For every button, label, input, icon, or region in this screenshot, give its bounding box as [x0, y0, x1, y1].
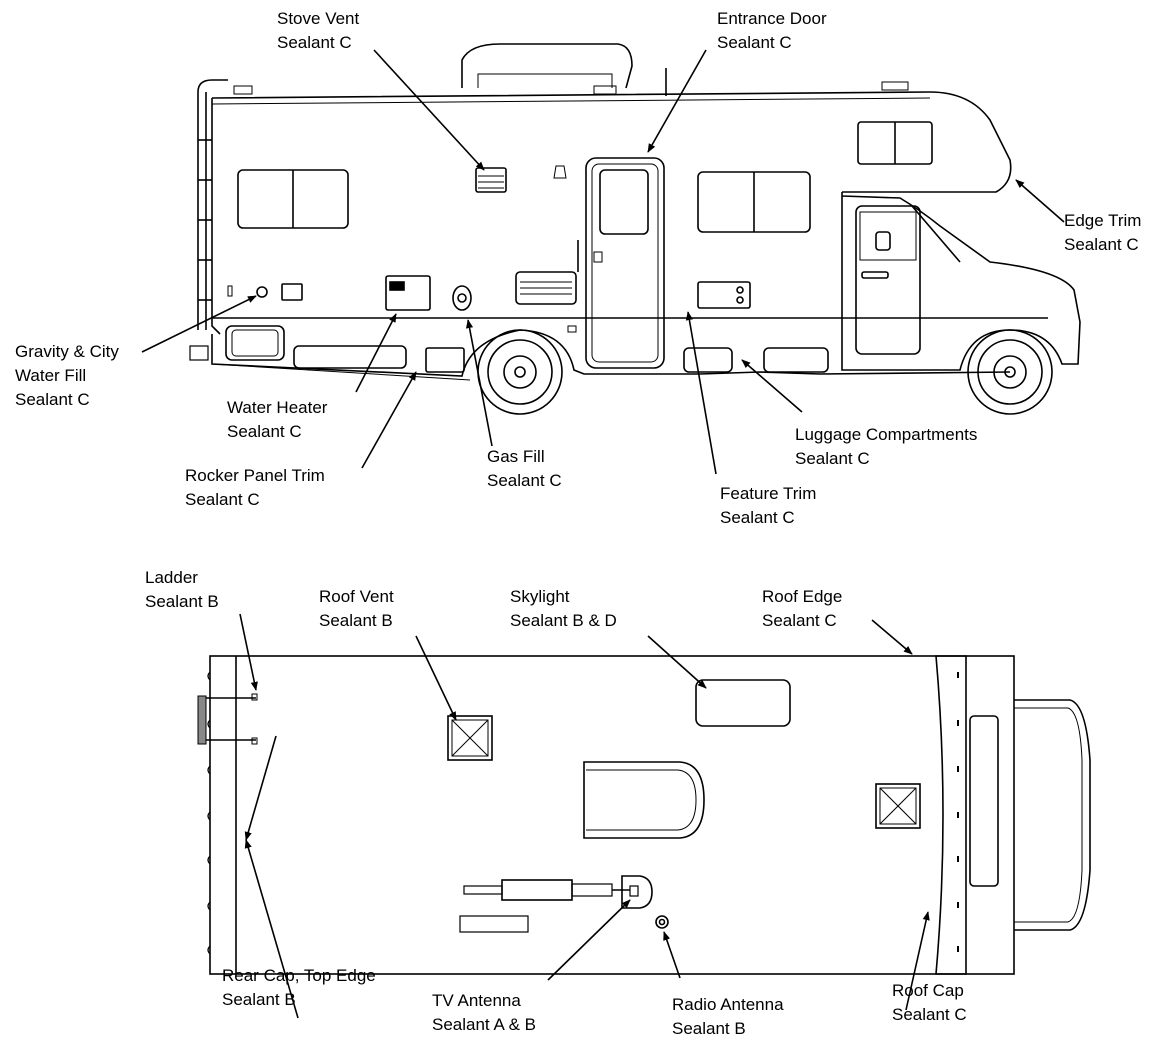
label-stove-vent-1: Stove Vent: [277, 9, 360, 28]
label-edge-trim-1: Edge Trim: [1064, 211, 1141, 230]
label-rear-cap-2: Sealant B: [222, 990, 296, 1009]
arrow-skylight: [647, 635, 707, 689]
arrow-edge-trim: [1015, 179, 1065, 223]
label-gravity-city-1: Gravity & City: [15, 342, 119, 361]
rv-top-view: [197, 655, 1091, 975]
water-heater-panel: [385, 275, 431, 311]
arrow-gravity-city: [141, 295, 257, 353]
luggage-compartment-rear: [225, 325, 285, 361]
label-ladder-1: Ladder: [145, 568, 198, 587]
stove-vent: [475, 167, 507, 193]
utility-panel: [697, 281, 751, 309]
skylight: [695, 679, 791, 727]
label-rocker-panel-1: Rocker Panel Trim: [185, 466, 325, 485]
cab-body: [841, 192, 1081, 371]
label-feature-trim-2: Sealant C: [720, 508, 795, 527]
arrow-tv-antenna: [547, 899, 631, 981]
label-gas-fill-2: Sealant C: [487, 471, 562, 490]
roof-vent-rear: [447, 715, 493, 761]
luggage-compartment-2: [293, 345, 407, 369]
label-water-heater-2: Sealant C: [227, 422, 302, 441]
cab-door: [855, 205, 921, 355]
label-tv-antenna-1: TV Antenna: [432, 991, 521, 1010]
luggage-compartment-4: [763, 347, 829, 373]
roof-placard: [459, 915, 529, 933]
arrow-luggage: [741, 359, 803, 413]
label-radio-antenna-1: Radio Antenna: [672, 995, 784, 1014]
label-stove-vent-2: Sealant C: [277, 33, 352, 52]
arrow-stove-vent: [373, 49, 485, 171]
arrow-rear-cap-2: [244, 839, 299, 1019]
top-ladder: [197, 693, 258, 745]
label-roof-vent-2: Sealant B: [319, 611, 393, 630]
arrow-gas-fill: [465, 319, 493, 447]
roof-cap: [935, 655, 967, 975]
overcab-window-top: [969, 715, 999, 887]
side-ladder: [197, 79, 228, 330]
label-skylight-2: Sealant B & D: [510, 611, 617, 630]
label-edge-trim-2: Sealant C: [1064, 235, 1139, 254]
label-water-heater-1: Water Heater: [227, 398, 328, 417]
callout-arrows: [141, 49, 1065, 1019]
arrow-radio-antenna: [663, 931, 681, 979]
gas-fill: [452, 285, 472, 311]
arrow-ladder: [239, 613, 258, 691]
roof-ac-top: [583, 761, 705, 839]
label-radio-antenna-2: Sealant B: [672, 1019, 746, 1038]
luggage-compartment-3: [683, 347, 733, 373]
roof-ac-unit: [461, 43, 633, 89]
label-tv-antenna-2: Sealant A & B: [432, 1015, 536, 1034]
label-roof-vent-1: Roof Vent: [319, 587, 394, 606]
label-ladder-2: Sealant B: [145, 592, 219, 611]
label-rear-cap-1: Rear Cap, Top Edge: [222, 966, 376, 985]
entrance-door: [585, 157, 665, 369]
label-skylight-1: Skylight: [510, 587, 570, 606]
label-rocker-panel-2: Sealant C: [185, 490, 260, 509]
label-entrance-door-2: Sealant C: [717, 33, 792, 52]
label-roof-cap-1: Roof Cap: [892, 981, 964, 1000]
label-roof-edge-2: Sealant C: [762, 611, 837, 630]
cab-hood-top: [1014, 699, 1091, 931]
label-luggage-2: Sealant C: [795, 449, 870, 468]
rear-wheel: [477, 329, 563, 415]
arrow-rocker-panel: [361, 371, 417, 469]
arrow-roof-edge: [871, 619, 913, 655]
arrow-rear-cap: [244, 735, 277, 841]
label-gravity-city-3: Sealant C: [15, 390, 90, 409]
roof-vent-front: [875, 783, 921, 829]
arrow-entrance-door: [647, 49, 707, 153]
city-water-fill: [256, 286, 268, 298]
roof-outline: [209, 655, 1015, 975]
label-gas-fill-1: Gas Fill: [487, 447, 545, 466]
radio-antenna: [655, 915, 669, 929]
label-feature-trim-1: Feature Trim: [720, 484, 816, 503]
label-entrance-door-1: Entrance Door: [717, 9, 827, 28]
arrow-roof-cap: [905, 911, 930, 1011]
rv-side-view: [189, 43, 1081, 415]
label-roof-cap-2: Sealant C: [892, 1005, 967, 1024]
callout-labels: Stove Vent Sealant C Entrance Door Seala…: [15, 9, 1141, 1038]
arrow-feature-trim: [685, 311, 717, 475]
gravity-water-fill: [281, 283, 303, 301]
label-luggage-1: Luggage Compartments: [795, 425, 977, 444]
front-wheel: [967, 329, 1053, 415]
arrow-roof-vent: [415, 635, 457, 721]
arrow-water-heater: [355, 313, 397, 393]
label-gravity-city-2: Water Fill: [15, 366, 86, 385]
tv-antenna: [463, 875, 653, 909]
label-roof-edge-1: Roof Edge: [762, 587, 842, 606]
side-grille: [515, 271, 577, 305]
